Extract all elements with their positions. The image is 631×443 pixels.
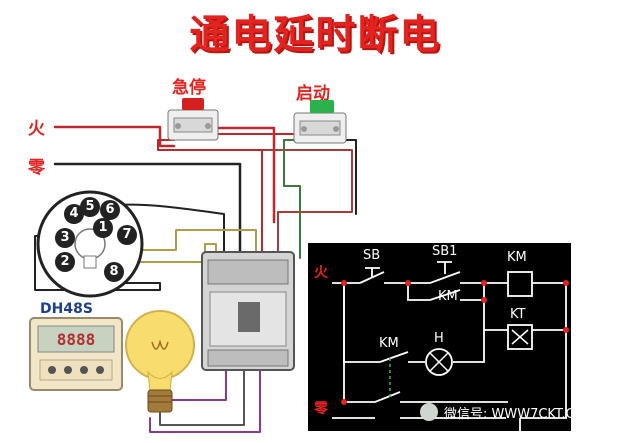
start-label: 启动 [296, 84, 330, 104]
socket-pin-8: 8 [104, 262, 124, 282]
neutral-wire [53, 162, 242, 260]
timer-model-label: DH48S [40, 301, 93, 317]
socket-pin-3: 3 [55, 228, 75, 248]
schematic-panel [308, 243, 571, 432]
live-wire-2 [214, 126, 276, 224]
schematic-neutral-label: 零 [314, 401, 328, 417]
socket-pin-1: 1 [93, 218, 113, 238]
contactor [201, 251, 295, 371]
schematic-sb-label: SB [363, 248, 381, 263]
schematic-lamp-label: H [434, 331, 444, 346]
wechat-icon [420, 403, 438, 421]
socket-pin-7: 7 [117, 225, 137, 245]
light-bulb [125, 310, 195, 413]
socket-pin-6: 6 [100, 200, 120, 220]
start-button[interactable] [293, 100, 347, 144]
schematic-kt-label: KT [510, 307, 526, 322]
socket-pin-4: 4 [64, 204, 84, 224]
svg-text:8888: 8888 [57, 330, 96, 349]
socket-pin-2: 2 [55, 252, 75, 272]
page-title: 通电延时断电 [189, 12, 442, 58]
start-wire [283, 139, 301, 259]
schematic-km-coil-label: KM [507, 250, 527, 265]
watermark: 微信号: WWW7CKT.COM [420, 400, 620, 424]
schematic-sb1-label: SB1 [432, 244, 458, 259]
live-label: 火 [28, 119, 45, 139]
emergency-stop-button[interactable] [167, 98, 219, 141]
neutral-label: 零 [28, 158, 45, 178]
schematic-km-contact-label: KM [438, 289, 458, 304]
live-wire [53, 125, 176, 148]
schematic-km-contact-2-label: KM [379, 336, 399, 351]
socket-pin-5: 5 [80, 197, 100, 217]
timer-module: 8888 [29, 317, 123, 391]
emergency-stop-label: 急停 [172, 78, 206, 98]
watermark-text: 微信号: WWW7CKT.COM [444, 406, 596, 422]
lamp-wire [159, 367, 245, 426]
schematic-live-label: 火 [314, 265, 328, 281]
